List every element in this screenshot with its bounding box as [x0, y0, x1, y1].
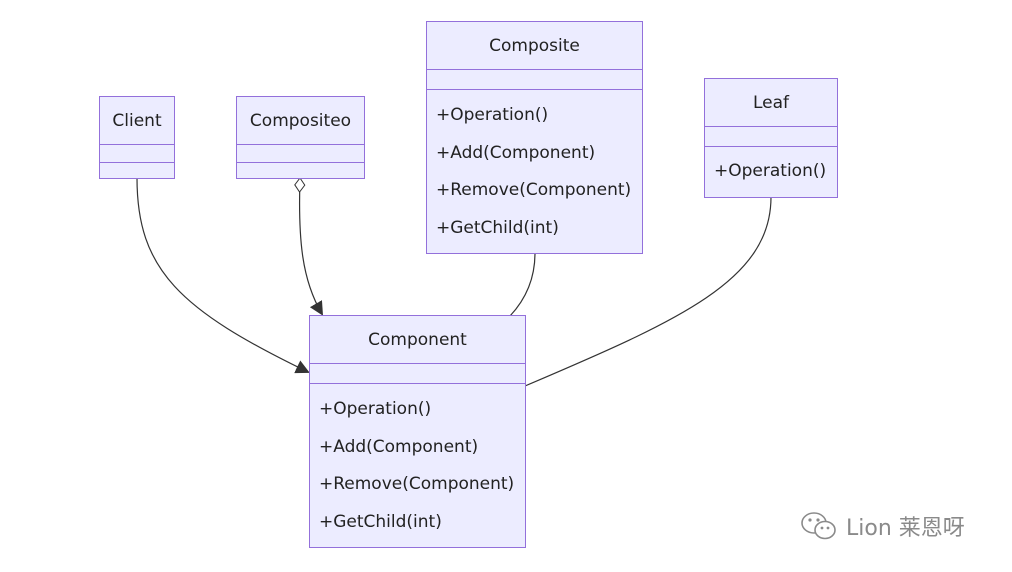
leaf-methods: +Operation()	[705, 147, 837, 191]
watermark-text: Lion 莱恩呀	[846, 516, 965, 541]
wechat-icon	[801, 512, 836, 540]
component-class-title: Component	[310, 316, 525, 364]
leaf-method: +Operation()	[714, 161, 827, 181]
composite-method: +Remove(Component)	[436, 180, 632, 200]
watermark: Lion 莱恩呀	[800, 510, 965, 542]
leaf-to-component-line	[524, 196, 772, 387]
composite-attributes	[427, 70, 642, 90]
compositeo-to-component-line	[294, 177, 324, 316]
composite-class-title: Composite	[427, 22, 642, 70]
leaf-class-title: Leaf	[705, 79, 837, 127]
component-methods: +Operation() +Add(Component) +Remove(Com…	[310, 384, 525, 541]
compositeo-class-title: Compositeo	[237, 97, 364, 145]
composite-class-box: Composite +Operation() +Add(Component) +…	[426, 21, 643, 254]
compositeo-methods	[237, 163, 364, 178]
client-to-component-line	[136, 177, 310, 374]
component-method: +GetChild(int)	[319, 511, 442, 532]
composite-methods: +Operation() +Add(Component) +Remove(Com…	[427, 90, 642, 247]
composite-to-component-line	[509, 252, 536, 317]
leaf-class-box: Leaf +Operation()	[704, 78, 838, 198]
leaf-attributes	[705, 127, 837, 147]
component-method: +Operation()	[319, 399, 432, 419]
client-attributes	[100, 145, 174, 163]
component-method: +Remove(Component)	[319, 474, 515, 494]
compositeo-attributes	[237, 145, 364, 163]
composite-method: +Operation()	[436, 105, 549, 125]
compositeo-class-box: Compositeo	[236, 96, 365, 179]
client-class-box: Client	[99, 96, 175, 179]
component-class-box: Component +Operation() +Add(Component) +…	[309, 315, 526, 548]
client-class-title: Client	[100, 97, 174, 145]
component-method: +Add(Component)	[319, 436, 479, 457]
component-attributes	[310, 364, 525, 384]
composite-method: +GetChild(int)	[436, 217, 559, 238]
client-methods	[100, 163, 174, 178]
composite-method: +Add(Component)	[436, 142, 596, 163]
